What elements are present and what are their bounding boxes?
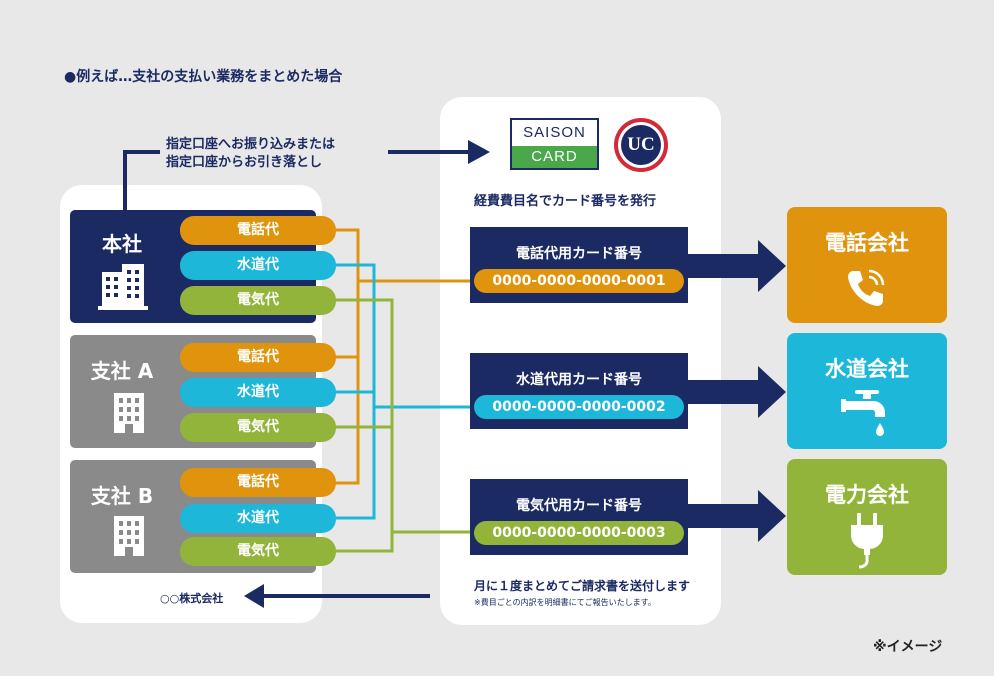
card-number: 0000-0000-0000-0002 <box>474 395 684 419</box>
fee-pill-phone: 電話代 <box>180 468 336 497</box>
card-title: 電話代用カード番号 <box>516 246 642 262</box>
card-box-water: 水道代用カード番号 0000-0000-0000-0002 <box>470 353 688 429</box>
transfer-arrow <box>123 140 490 210</box>
company-phone: 電話会社 <box>787 207 947 323</box>
uc-logo-text: UC <box>627 134 655 155</box>
fee-pill-phone: 電話代 <box>180 216 336 245</box>
company-name: 水道会社 <box>825 357 909 381</box>
fee-pill-phone: 電話代 <box>180 343 336 372</box>
fee-pill-power: 電気代 <box>180 537 336 566</box>
saison-logo-top: SAISON <box>512 120 597 146</box>
card-box-power: 電気代用カード番号 0000-0000-0000-0003 <box>470 479 688 555</box>
issue-note: 経費費目名でカード番号を発行 <box>474 194 657 209</box>
building-icon <box>114 393 144 433</box>
phone-icon <box>848 269 885 306</box>
company-name: 電力会社 <box>825 483 909 507</box>
transfer-note-line1: 指定口座へお振り込みまたは <box>166 137 336 152</box>
plug-icon <box>851 513 883 569</box>
payment-arrows <box>688 240 786 542</box>
billing-note: 月に１度まとめてご請求書を送付します <box>474 579 691 593</box>
transfer-note: 指定口座へお振り込みまたは 指定口座からお引き落とし <box>166 136 335 172</box>
billing-subnote: ※費目ごとの内訳を明細書にてご報告いたします。 <box>474 598 656 607</box>
phone-route <box>336 228 474 485</box>
billing-arrow <box>244 584 430 608</box>
uc-logo: UC <box>614 118 668 172</box>
fee-pill-water: 水道代 <box>180 504 336 533</box>
payment-label: お支払い <box>704 262 748 275</box>
office-name: 支社 A <box>90 359 154 383</box>
office-name: 支社 B <box>90 484 154 508</box>
card-number: 0000-0000-0000-0003 <box>474 521 684 545</box>
company-water: 水道会社 <box>787 333 947 449</box>
transfer-note-line2: 指定口座からお引き落とし <box>166 155 323 170</box>
image-note: ※イメージ <box>873 639 943 655</box>
payment-label: お支払い <box>704 513 748 526</box>
saison-card-logo: SAISON CARD <box>510 118 599 170</box>
faucet-icon <box>841 390 885 436</box>
card-number: 0000-0000-0000-0001 <box>474 269 684 293</box>
fee-pill-power: 電気代 <box>180 286 336 315</box>
company-name: 電話会社 <box>825 231 909 255</box>
company-label: ○○株式会社 <box>160 592 224 605</box>
fee-pill-water: 水道代 <box>180 251 336 280</box>
payment-label: お支払い <box>704 388 748 401</box>
fee-pill-water: 水道代 <box>180 378 336 407</box>
card-box-phone: 電話代用カード番号 0000-0000-0000-0001 <box>470 227 688 303</box>
building-icon <box>98 264 148 310</box>
card-title: 電気代用カード番号 <box>516 498 642 514</box>
building-icon <box>114 516 144 556</box>
office-name: 本社 <box>102 232 142 256</box>
fee-pill-power: 電気代 <box>180 413 336 442</box>
company-power: 電力会社 <box>787 459 947 575</box>
saison-logo-bottom: CARD <box>512 146 597 168</box>
page-heading: ●例えば…支社の支払い業務をまとめた場合 <box>64 69 343 85</box>
card-title: 水道代用カード番号 <box>516 372 642 388</box>
power-route <box>336 298 474 553</box>
